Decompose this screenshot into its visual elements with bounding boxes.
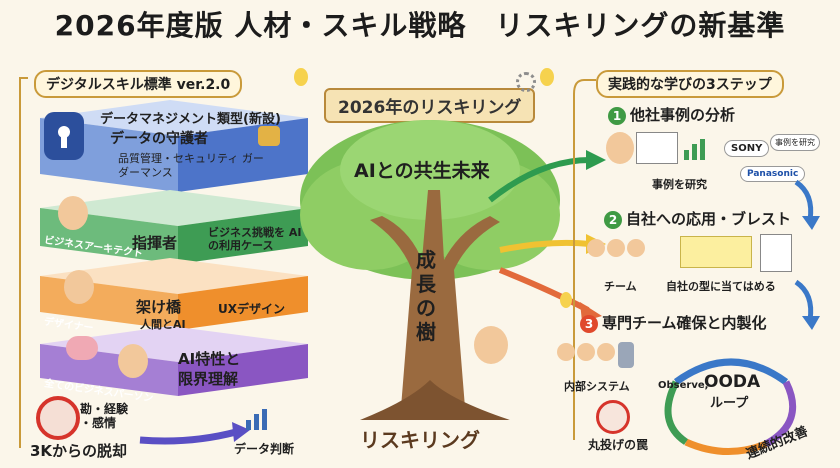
- step-3-caption-internal: 内部システム: [564, 380, 630, 393]
- bar-chart-icon-2: [684, 139, 705, 160]
- logo-sony: SONY: [724, 140, 770, 157]
- step-3-caption-trap: 丸投げの罠: [588, 438, 649, 452]
- layer1-desc: 品質管理・セキュリティ ガーダーマンス: [118, 152, 264, 179]
- brain-icon: [66, 336, 98, 360]
- layer2-desc: ビジネス挑戦を AIの利用ケース: [208, 226, 302, 252]
- trunk-char-3: の: [416, 296, 436, 320]
- trunk-char-1: 成: [416, 248, 436, 272]
- step-1-number: 1: [608, 107, 626, 125]
- sticky-notes-icon: [680, 236, 752, 268]
- gear-icon: [516, 72, 536, 92]
- person-avatar: [118, 344, 148, 378]
- left-panel-header: デジタルスキル標準 ver.2.0: [34, 70, 243, 98]
- roots-text: リスキリング: [360, 428, 480, 452]
- ooda-title: OODA: [704, 372, 761, 392]
- trunk-char-4: 樹: [416, 320, 436, 344]
- layer2-role: 指揮者: [132, 234, 178, 252]
- ooda-observe: Observe,: [658, 380, 709, 391]
- designer-avatar: [64, 270, 94, 304]
- conductor-avatar: [58, 196, 88, 230]
- lock-icon: [258, 126, 280, 146]
- arrow-right-icon: [139, 422, 250, 445]
- document-icon: [760, 234, 792, 272]
- lightbulb-icon: [294, 68, 308, 86]
- step-2-number: 2: [604, 211, 622, 229]
- logo-panasonic: Panasonic: [740, 166, 806, 182]
- right-bracket: [573, 79, 596, 440]
- layer4-role: AI特性と: [178, 350, 241, 368]
- internal-team-avatars: [556, 340, 636, 370]
- step-2-caption-apply: 自社の型に当てはめる: [666, 280, 776, 293]
- layer1-role: データの守護者: [110, 131, 208, 147]
- no-outsourcing-icon: [596, 400, 630, 434]
- boy-avatar: [474, 326, 508, 364]
- lightbulb-icon-2: [540, 68, 554, 86]
- step-1-label: 他社事例の分析: [630, 106, 736, 124]
- ooda-loop-graphic: [664, 358, 797, 455]
- layer3-desc: UXデザイン: [218, 302, 285, 316]
- center-banner: 2026年のリスキリング: [324, 88, 536, 123]
- shield-icon: [44, 112, 84, 160]
- whiteboard-icon: [636, 132, 678, 164]
- data-judgment-text: データ判断: [234, 442, 295, 456]
- layer1-name: データマネジメント類型(新設): [100, 112, 281, 127]
- trunk-text: 成 長 の 樹: [416, 248, 436, 344]
- step-down-arrow-1: [794, 179, 820, 230]
- step-3-label: 専門チーム確保と内製化: [602, 314, 767, 332]
- step-2-caption-team: チーム: [604, 280, 637, 293]
- step-2-label: 自社への応用・ブレスト: [626, 210, 792, 228]
- researcher-avatar: [606, 132, 634, 164]
- growth-tree-graphic: [300, 120, 560, 420]
- step-1-caption: 事例を研究: [652, 178, 707, 191]
- layer3-role-sub: 人間とAI: [140, 318, 186, 331]
- right-panel-header: 実践的な学びの3ステップ: [596, 70, 784, 98]
- lightbulb-icon-3: [560, 292, 572, 308]
- escape-3k-text: 3Kからの脱却: [30, 442, 128, 460]
- left-bracket: [19, 77, 28, 448]
- step-3-number: 3: [580, 315, 598, 333]
- page-title: 2026年度版 人材・スキル戦略 リスキリングの新基準: [54, 9, 786, 42]
- logo-note: 事例を研究: [770, 134, 820, 151]
- trunk-char-2: 長: [416, 272, 436, 296]
- bar-chart-icon: [246, 409, 267, 430]
- layer3-role: 架け橋: [136, 298, 182, 316]
- flow-arrows: [488, 150, 606, 322]
- layer4-role2: 限界理解: [178, 370, 239, 388]
- ooda-sub: ループ: [710, 396, 749, 411]
- team-avatars: [586, 236, 648, 266]
- kkd-text: 勘・経験 ・感情: [80, 402, 129, 430]
- tree-top-text: AIとの共生未来: [354, 160, 490, 182]
- no-entry-icon: [36, 396, 80, 440]
- step-down-arrow-2: [794, 279, 820, 330]
